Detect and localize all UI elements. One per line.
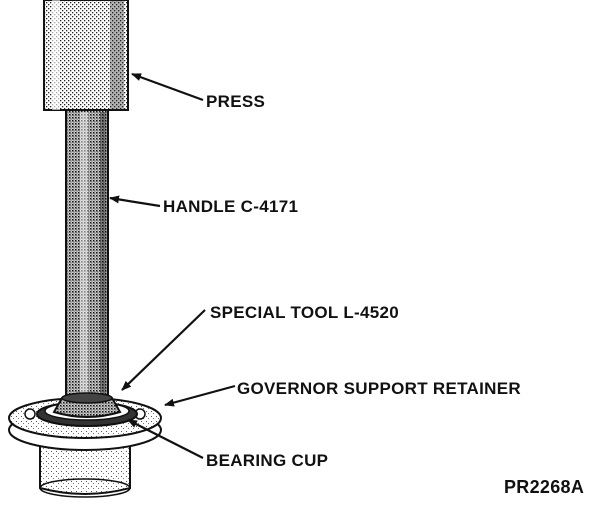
retainer-leader: [164, 384, 236, 407]
handle-label: HANDLE C-4171: [163, 197, 298, 216]
leader-lines: [109, 72, 236, 459]
handle-leader: [109, 195, 161, 208]
bearing-cup-leader: [127, 419, 204, 459]
special-tool-leader: [121, 309, 206, 391]
special-tool-installer: [52, 392, 122, 418]
figure-id: PR2268A: [504, 477, 584, 497]
special-tool-label: SPECIAL TOOL L-4520: [210, 303, 399, 322]
handle-shaft: [65, 109, 109, 403]
retainer-housing-base: [39, 439, 131, 498]
governor-support-retainer-label: GOVERNOR SUPPORT RETAINER: [237, 379, 521, 398]
press-leader: [131, 72, 204, 102]
bearing-cup-label: BEARING CUP: [206, 451, 328, 470]
press-ram: [43, 0, 129, 111]
press-label: PRESS: [206, 92, 265, 111]
